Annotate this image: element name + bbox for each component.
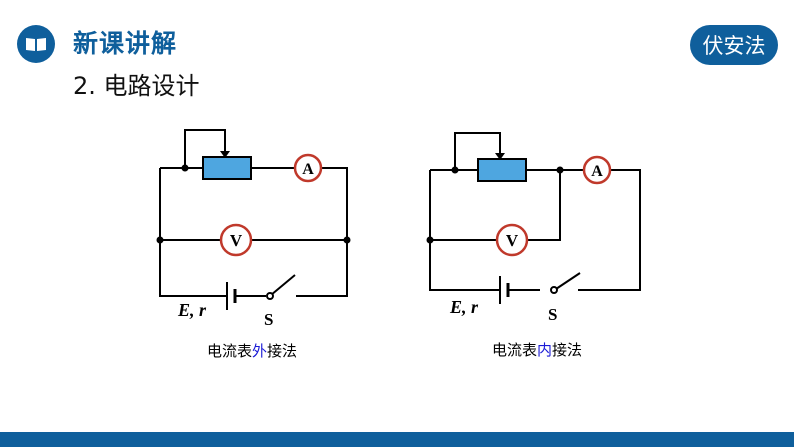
switch-pivot	[550, 286, 558, 294]
junction-dot	[556, 166, 564, 174]
junction-dot	[343, 236, 351, 244]
footer-bar	[0, 432, 794, 447]
book-icon	[17, 25, 55, 63]
circuit-internal-connection	[429, 132, 641, 291]
voltmeter-label: V	[506, 231, 519, 250]
voltmeter: V	[495, 223, 529, 257]
junction-dot	[426, 236, 434, 244]
switch-label: S	[548, 305, 557, 324]
method-badge[interactable]: 伏安法	[690, 25, 778, 65]
circuit-external-connection	[159, 129, 348, 297]
ammeter: A	[582, 155, 612, 185]
junction-dot	[181, 164, 189, 172]
source-label: E, r	[449, 297, 479, 317]
caption-internal: 电流表内接法	[492, 341, 582, 359]
rheostat	[202, 156, 252, 180]
junction-dot	[156, 236, 164, 244]
caption-external: 电流表外接法	[207, 342, 297, 360]
junction-dot	[451, 166, 459, 174]
voltmeter: V	[219, 223, 253, 257]
source-label: E, r	[177, 300, 207, 320]
slider-arrow	[220, 151, 230, 158]
ammeter: A	[293, 153, 323, 183]
switch-label: S	[264, 310, 273, 329]
slider-arrow	[495, 153, 505, 160]
ammeter-label: A	[591, 163, 603, 180]
rheostat	[477, 158, 527, 182]
switch-pivot	[266, 292, 274, 300]
voltmeter-label: V	[230, 231, 243, 250]
ammeter-label: A	[302, 161, 314, 178]
section-title: 新课讲解	[73, 29, 178, 58]
page-subtitle: 2. 电路设计	[73, 72, 200, 100]
